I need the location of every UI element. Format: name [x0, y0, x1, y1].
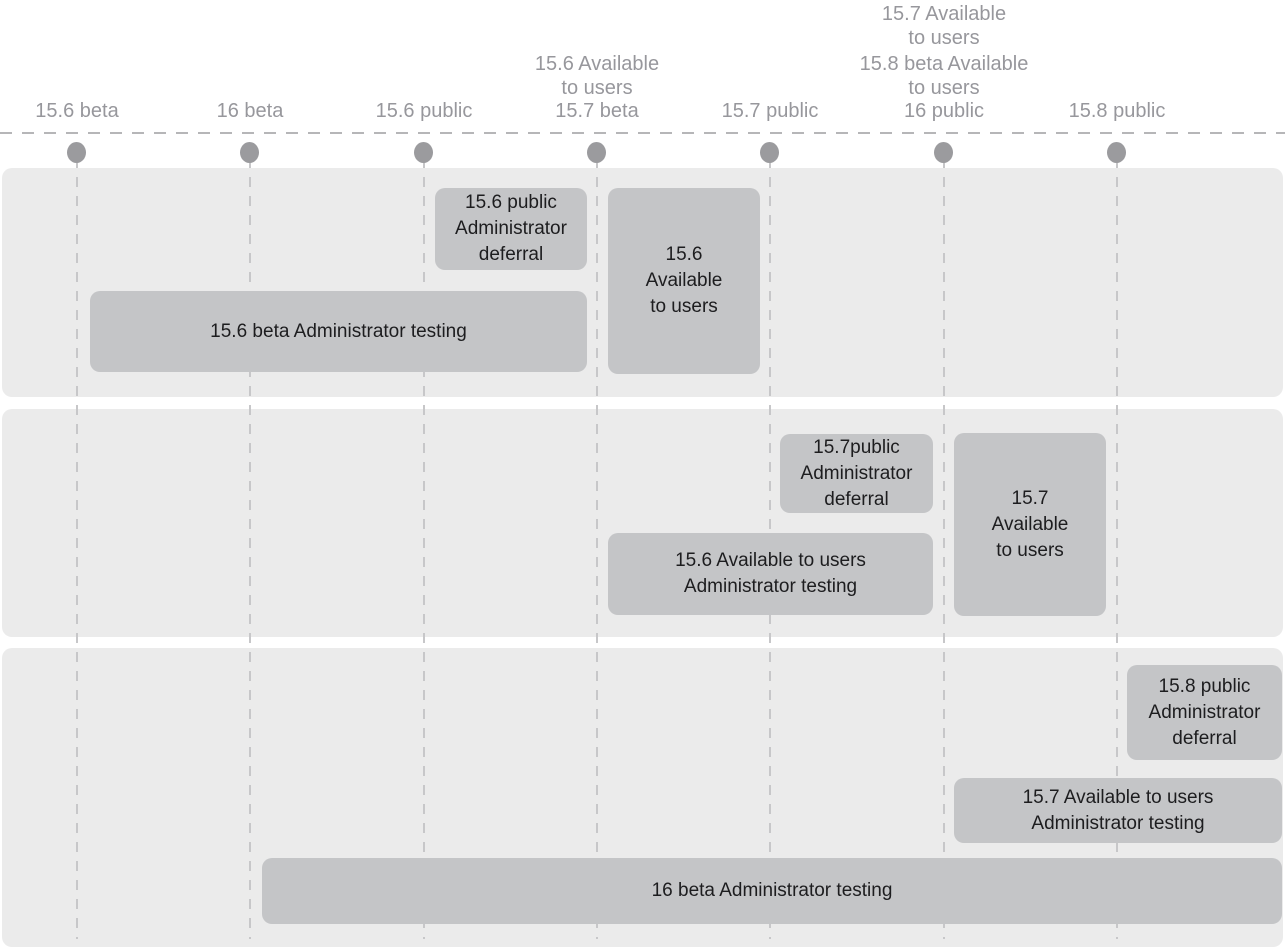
- gridline-15-6-public: [423, 158, 425, 939]
- milestone-dot-16-beta: [240, 142, 259, 163]
- box-15-8-public-admin-deferral: 15.8 public Administrator deferral: [1127, 665, 1282, 760]
- box-15-6-public-admin-deferral: 15.6 public Administrator deferral: [435, 188, 587, 270]
- gridline-15-7-beta: [596, 158, 598, 939]
- milestone-dot-15-7-beta: [587, 142, 606, 163]
- milestone-dot-15-8-public: [1107, 142, 1126, 163]
- callout-15-8-beta-available-to-users: 15.8 beta Available to users: [859, 53, 1029, 99]
- gridline-16-beta: [249, 158, 251, 939]
- box-16-beta-admin-testing: 16 beta Administrator testing: [262, 858, 1282, 924]
- box-15-6-beta-admin-testing: 15.6 beta Administrator testing: [90, 291, 587, 372]
- milestone-label-16-beta: 16 beta: [216, 100, 284, 122]
- milestone-dot-16-public: [934, 142, 953, 163]
- gridline-15-6-beta: [76, 158, 78, 939]
- milestone-label-15-7-beta: 15.7 beta: [555, 100, 639, 122]
- box-15-6-available-to-users: 15.6 Available to users: [608, 188, 760, 374]
- box-15-7-available-to-users: 15.7 Available to users: [954, 433, 1106, 616]
- milestone-dot-15-6-public: [414, 142, 433, 163]
- box-15-6-available-admin-testing: 15.6 Available to users Administrator te…: [608, 533, 933, 615]
- milestone-dot-15-6-beta: [67, 142, 86, 163]
- milestone-label-15-8-public: 15.8 public: [1068, 100, 1166, 122]
- gridline-16-public: [943, 158, 945, 939]
- milestone-label-15-6-public: 15.6 public: [375, 100, 473, 122]
- milestone-label-15-6-beta: 15.6 beta: [35, 100, 119, 122]
- callout-15-7-available-to-users: 15.7 Available to users: [881, 3, 1007, 49]
- milestone-label-15-7-public: 15.7 public: [721, 100, 819, 122]
- gridline-15-8-public: [1116, 158, 1118, 939]
- milestone-label-16-public: 16 public: [903, 100, 985, 122]
- milestone-dot-15-7-public: [760, 142, 779, 163]
- box-15-7-public-admin-deferral: 15.7public Administrator deferral: [780, 434, 933, 513]
- timeline-dashed-line: [0, 132, 1285, 134]
- callout-15-6-available-to-users: 15.6 Available to users: [534, 53, 660, 99]
- box-15-7-available-admin-testing: 15.7 Available to users Administrator te…: [954, 778, 1282, 843]
